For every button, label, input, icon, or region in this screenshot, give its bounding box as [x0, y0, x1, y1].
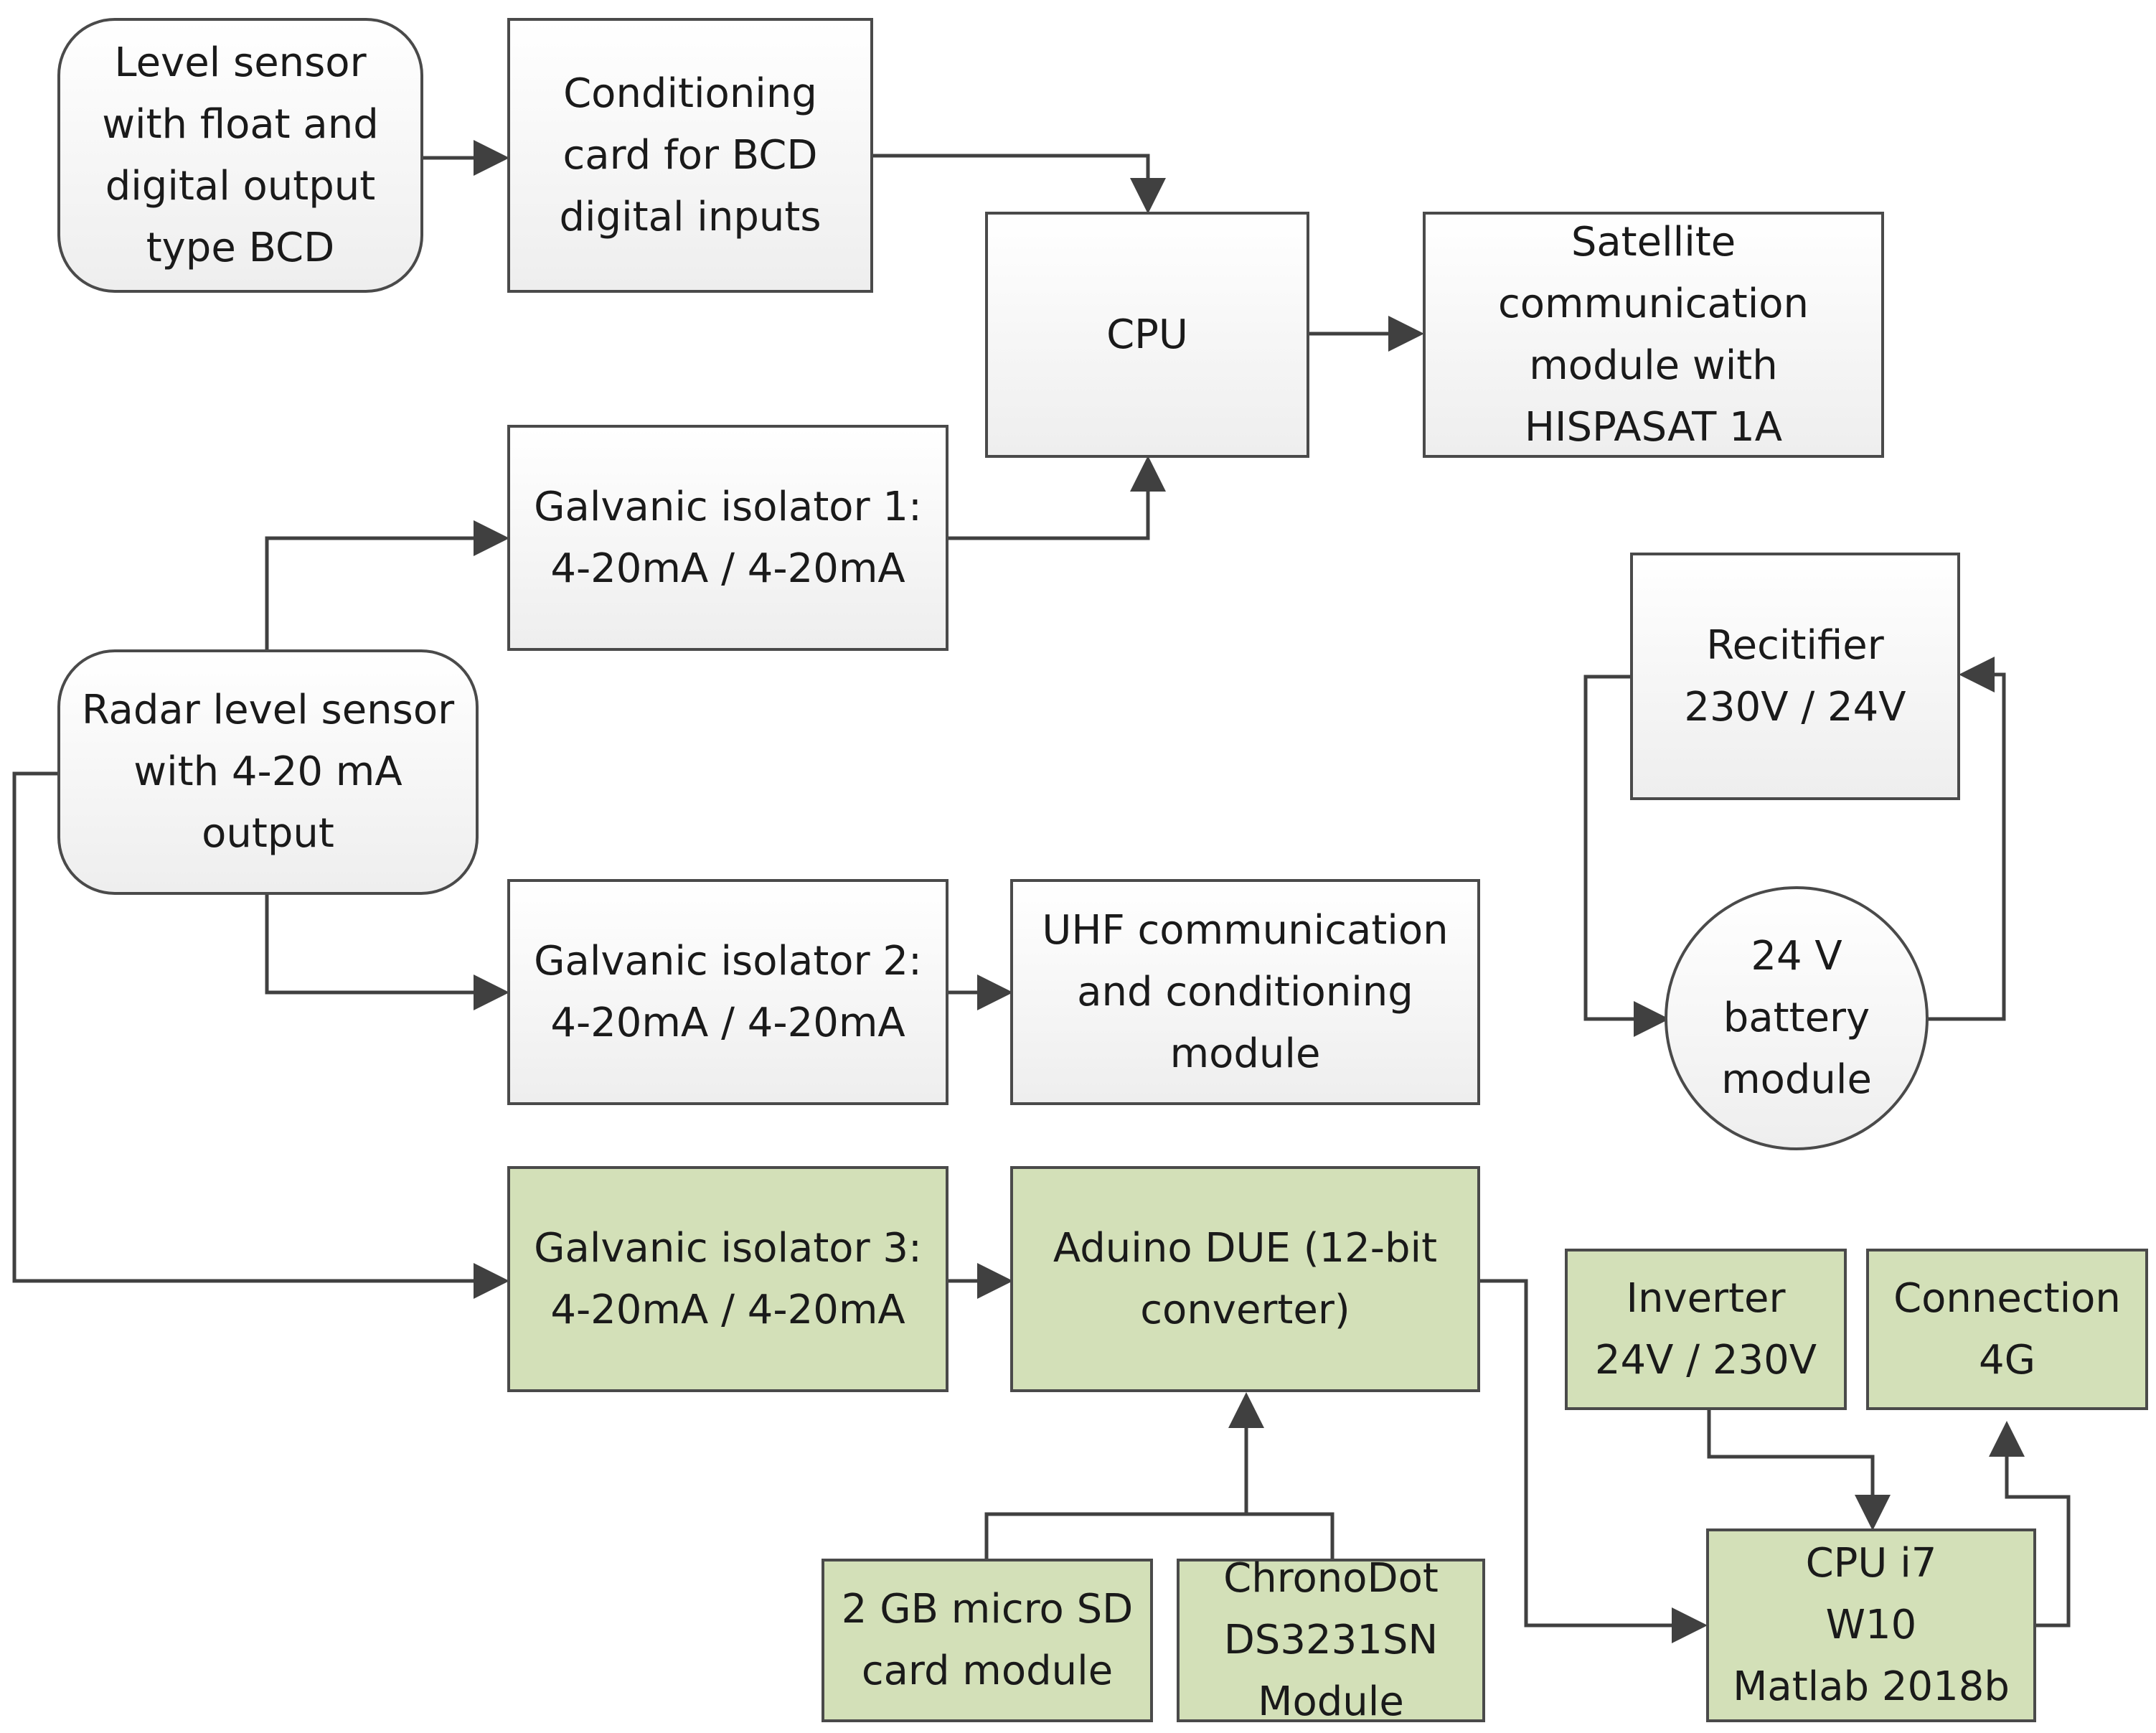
rectifier-box: Recitifier 230V / 24V	[1630, 553, 1960, 800]
connection-4g-label: Connection 4G	[1893, 1274, 2121, 1384]
cpu-i7-label: CPU i7 W10 Matlab 2018b	[1733, 1540, 2010, 1710]
conditioning-card-label: Conditioning card for BCD digital inputs	[559, 70, 822, 240]
cpu-box: CPU	[985, 212, 1309, 458]
arrow-radar-to-galvanic3	[12, 771, 509, 1299]
battery-module-circle: 24 V battery module	[1665, 886, 1929, 1150]
inverter-label: Inverter 24V / 230V	[1594, 1274, 1817, 1384]
radar-sensor-box: Radar level sensor with 4-20 mA output	[57, 649, 479, 895]
arrow-rectifier-to-battery	[1583, 675, 1670, 1037]
chronodot-module-label: ChronoDot DS3231SN Module	[1223, 1555, 1439, 1725]
arrow-cpu-i7-to-connection	[1989, 1421, 2071, 1628]
sd-card-module-label: 2 GB micro SD card module	[841, 1586, 1134, 1694]
rectifier-label: Recitifier 230V / 24V	[1684, 621, 1906, 731]
arrow-conditioning-to-cpu	[872, 154, 1166, 214]
arrow-radar-to-galvanic1	[265, 520, 509, 649]
battery-module-label: 24 V battery module	[1721, 933, 1872, 1103]
galvanic-isolator-1-box: Galvanic isolator 1: 4-20mA / 4-20mA	[507, 425, 948, 651]
uhf-module-label: UHF communication and conditioning modul…	[1042, 906, 1449, 1077]
satellite-module-label: Satellite communication module with HISP…	[1497, 218, 1809, 451]
satellite-module-box: Satellite communication module with HISP…	[1423, 212, 1884, 458]
cpu-label: CPU	[1106, 311, 1188, 358]
sd-card-module-box: 2 GB micro SD card module	[822, 1559, 1153, 1722]
arrow-arduino-to-cpu-i7	[1480, 1279, 1708, 1643]
galvanic-isolator-1-label: Galvanic isolator 1: 4-20mA / 4-20mA	[534, 483, 922, 592]
inverter-box: Inverter 24V / 230V	[1565, 1249, 1847, 1410]
arrow-battery-to-rectifier	[1928, 657, 2006, 1021]
arduino-box: Aduino DUE (12-bit converter)	[1010, 1166, 1480, 1392]
connection-4g-box: Connection 4G	[1866, 1249, 2148, 1410]
galvanic-isolator-2-box: Galvanic isolator 2: 4-20mA / 4-20mA	[507, 879, 948, 1105]
conditioning-card-box: Conditioning card for BCD digital inputs	[507, 18, 873, 293]
uhf-module-box: UHF communication and conditioning modul…	[1010, 879, 1480, 1105]
radar-sensor-label: Radar level sensor with 4-20 mA output	[81, 687, 455, 857]
arrow-radar-to-galvanic2	[265, 895, 509, 1010]
galvanic-isolator-2-label: Galvanic isolator 2: 4-20mA / 4-20mA	[534, 937, 922, 1046]
arrow-inverter-to-cpu-i7	[1707, 1410, 1891, 1531]
arrow-modules-to-arduino	[984, 1396, 1334, 1559]
galvanic-isolator-3-box: Galvanic isolator 3: 4-20mA / 4-20mA	[507, 1166, 948, 1392]
galvanic-isolator-3-label: Galvanic isolator 3: 4-20mA / 4-20mA	[534, 1224, 922, 1333]
arrow-galvanic1-to-cpu	[948, 456, 1166, 540]
level-sensor-box: Level sensor with float and digital outp…	[57, 18, 423, 293]
cpu-i7-box: CPU i7 W10 Matlab 2018b	[1706, 1528, 2036, 1722]
chronodot-module-box: ChronoDot DS3231SN Module	[1177, 1555, 1485, 1725]
arduino-label: Aduino DUE (12-bit converter)	[1053, 1224, 1438, 1333]
level-sensor-label: Level sensor with float and digital outp…	[102, 39, 379, 271]
